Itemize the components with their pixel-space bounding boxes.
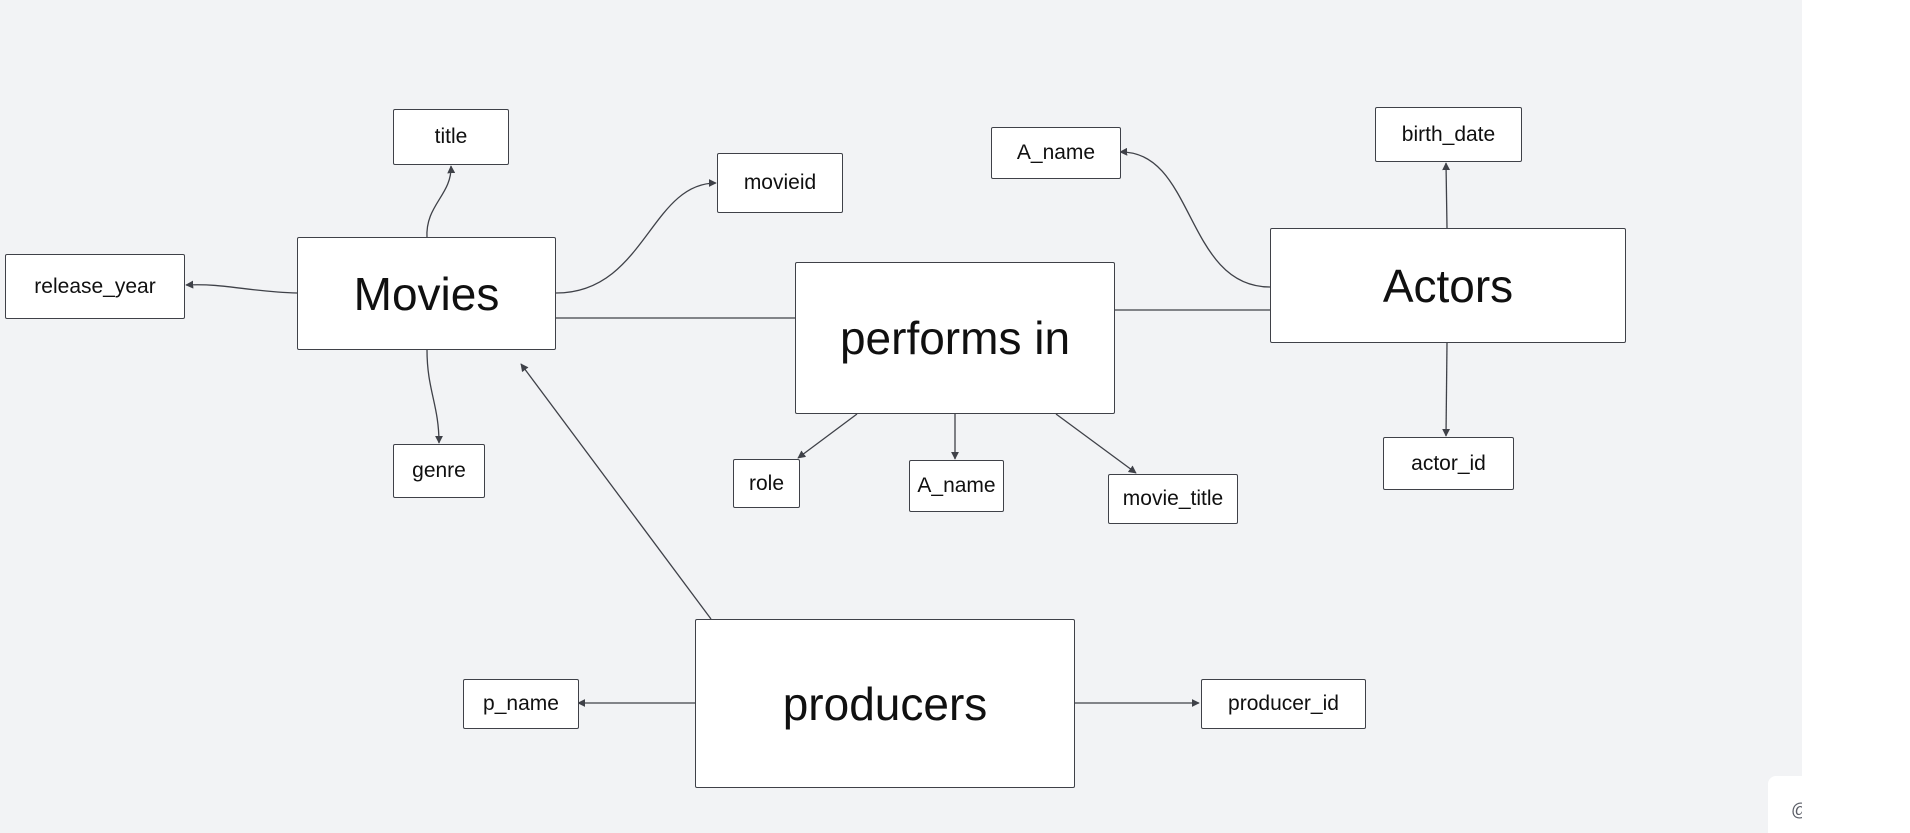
attribute-movieid-label: movieid — [743, 171, 817, 194]
edge-actors-a-name[interactable] — [1119, 147, 1271, 288]
attribute-role[interactable]: role — [733, 459, 800, 508]
connector-layer — [185, 147, 1451, 707]
attribute-birth-date-label: birth_date — [1401, 122, 1496, 146]
attribute-performs-a-name-label: A_name — [917, 474, 996, 497]
edge-performs-in-movie-title[interactable] — [1055, 413, 1137, 474]
attribute-genre-label: genre — [412, 459, 466, 482]
edge-actors-birth-date[interactable] — [1442, 162, 1451, 229]
attribute-genre[interactable]: genre — [393, 444, 485, 498]
attribute-role-label: role — [748, 471, 785, 495]
attribute-release-year-label: release_year — [34, 274, 156, 298]
entity-actors-label: Actors — [1382, 259, 1514, 312]
edge-performs-in-role[interactable] — [797, 413, 858, 459]
attribute-movie-title-label: movie_title — [1122, 487, 1224, 510]
edge-movies-title[interactable] — [426, 165, 456, 239]
attribute-movie-title[interactable]: movie_title — [1108, 474, 1238, 524]
relationship-performs-in[interactable]: performs in — [795, 262, 1115, 414]
entity-actors[interactable]: Actors — [1270, 228, 1626, 343]
attribute-movieid[interactable]: movieid — [717, 153, 843, 213]
edge-actors-actor-id[interactable] — [1442, 342, 1451, 437]
attribute-birth-date[interactable]: birth_date — [1375, 107, 1522, 162]
corner-tool-icon[interactable]: @ — [1791, 800, 1802, 820]
attribute-producer-id-label: producer_id — [1228, 692, 1339, 715]
entity-movies-label: Movies — [353, 267, 500, 320]
diagram-canvas[interactable]: Movies performs in Actors producers titl… — [0, 0, 1802, 833]
attribute-performs-a-name[interactable]: A_name — [909, 460, 1004, 512]
edge-movies-genre[interactable] — [426, 349, 443, 444]
attribute-actor-id-label: actor_id — [1411, 451, 1486, 475]
attribute-producer-id[interactable]: producer_id — [1201, 679, 1366, 729]
edge-producers-movies[interactable] — [520, 363, 712, 620]
corner-tool-card[interactable] — [1768, 776, 1802, 833]
entity-producers[interactable]: producers — [695, 619, 1075, 788]
entity-movies[interactable]: Movies — [297, 237, 556, 350]
edge-movies-release-year[interactable] — [185, 280, 298, 294]
attribute-actor-a-name[interactable]: A_name — [991, 127, 1121, 179]
entity-producers-label: producers — [782, 677, 988, 730]
attribute-actor-id[interactable]: actor_id — [1383, 437, 1514, 490]
relationship-performs-in-label: performs in — [839, 312, 1071, 364]
attribute-actor-a-name-label: A_name — [1016, 141, 1096, 164]
attribute-p-name[interactable]: p_name — [463, 679, 579, 729]
attribute-p-name-label: p_name — [483, 692, 559, 715]
edge-movies-movieid[interactable] — [555, 179, 717, 294]
attribute-release-year[interactable]: release_year — [5, 254, 185, 319]
attribute-title-label: title — [434, 125, 468, 148]
attribute-title[interactable]: title — [393, 109, 509, 165]
